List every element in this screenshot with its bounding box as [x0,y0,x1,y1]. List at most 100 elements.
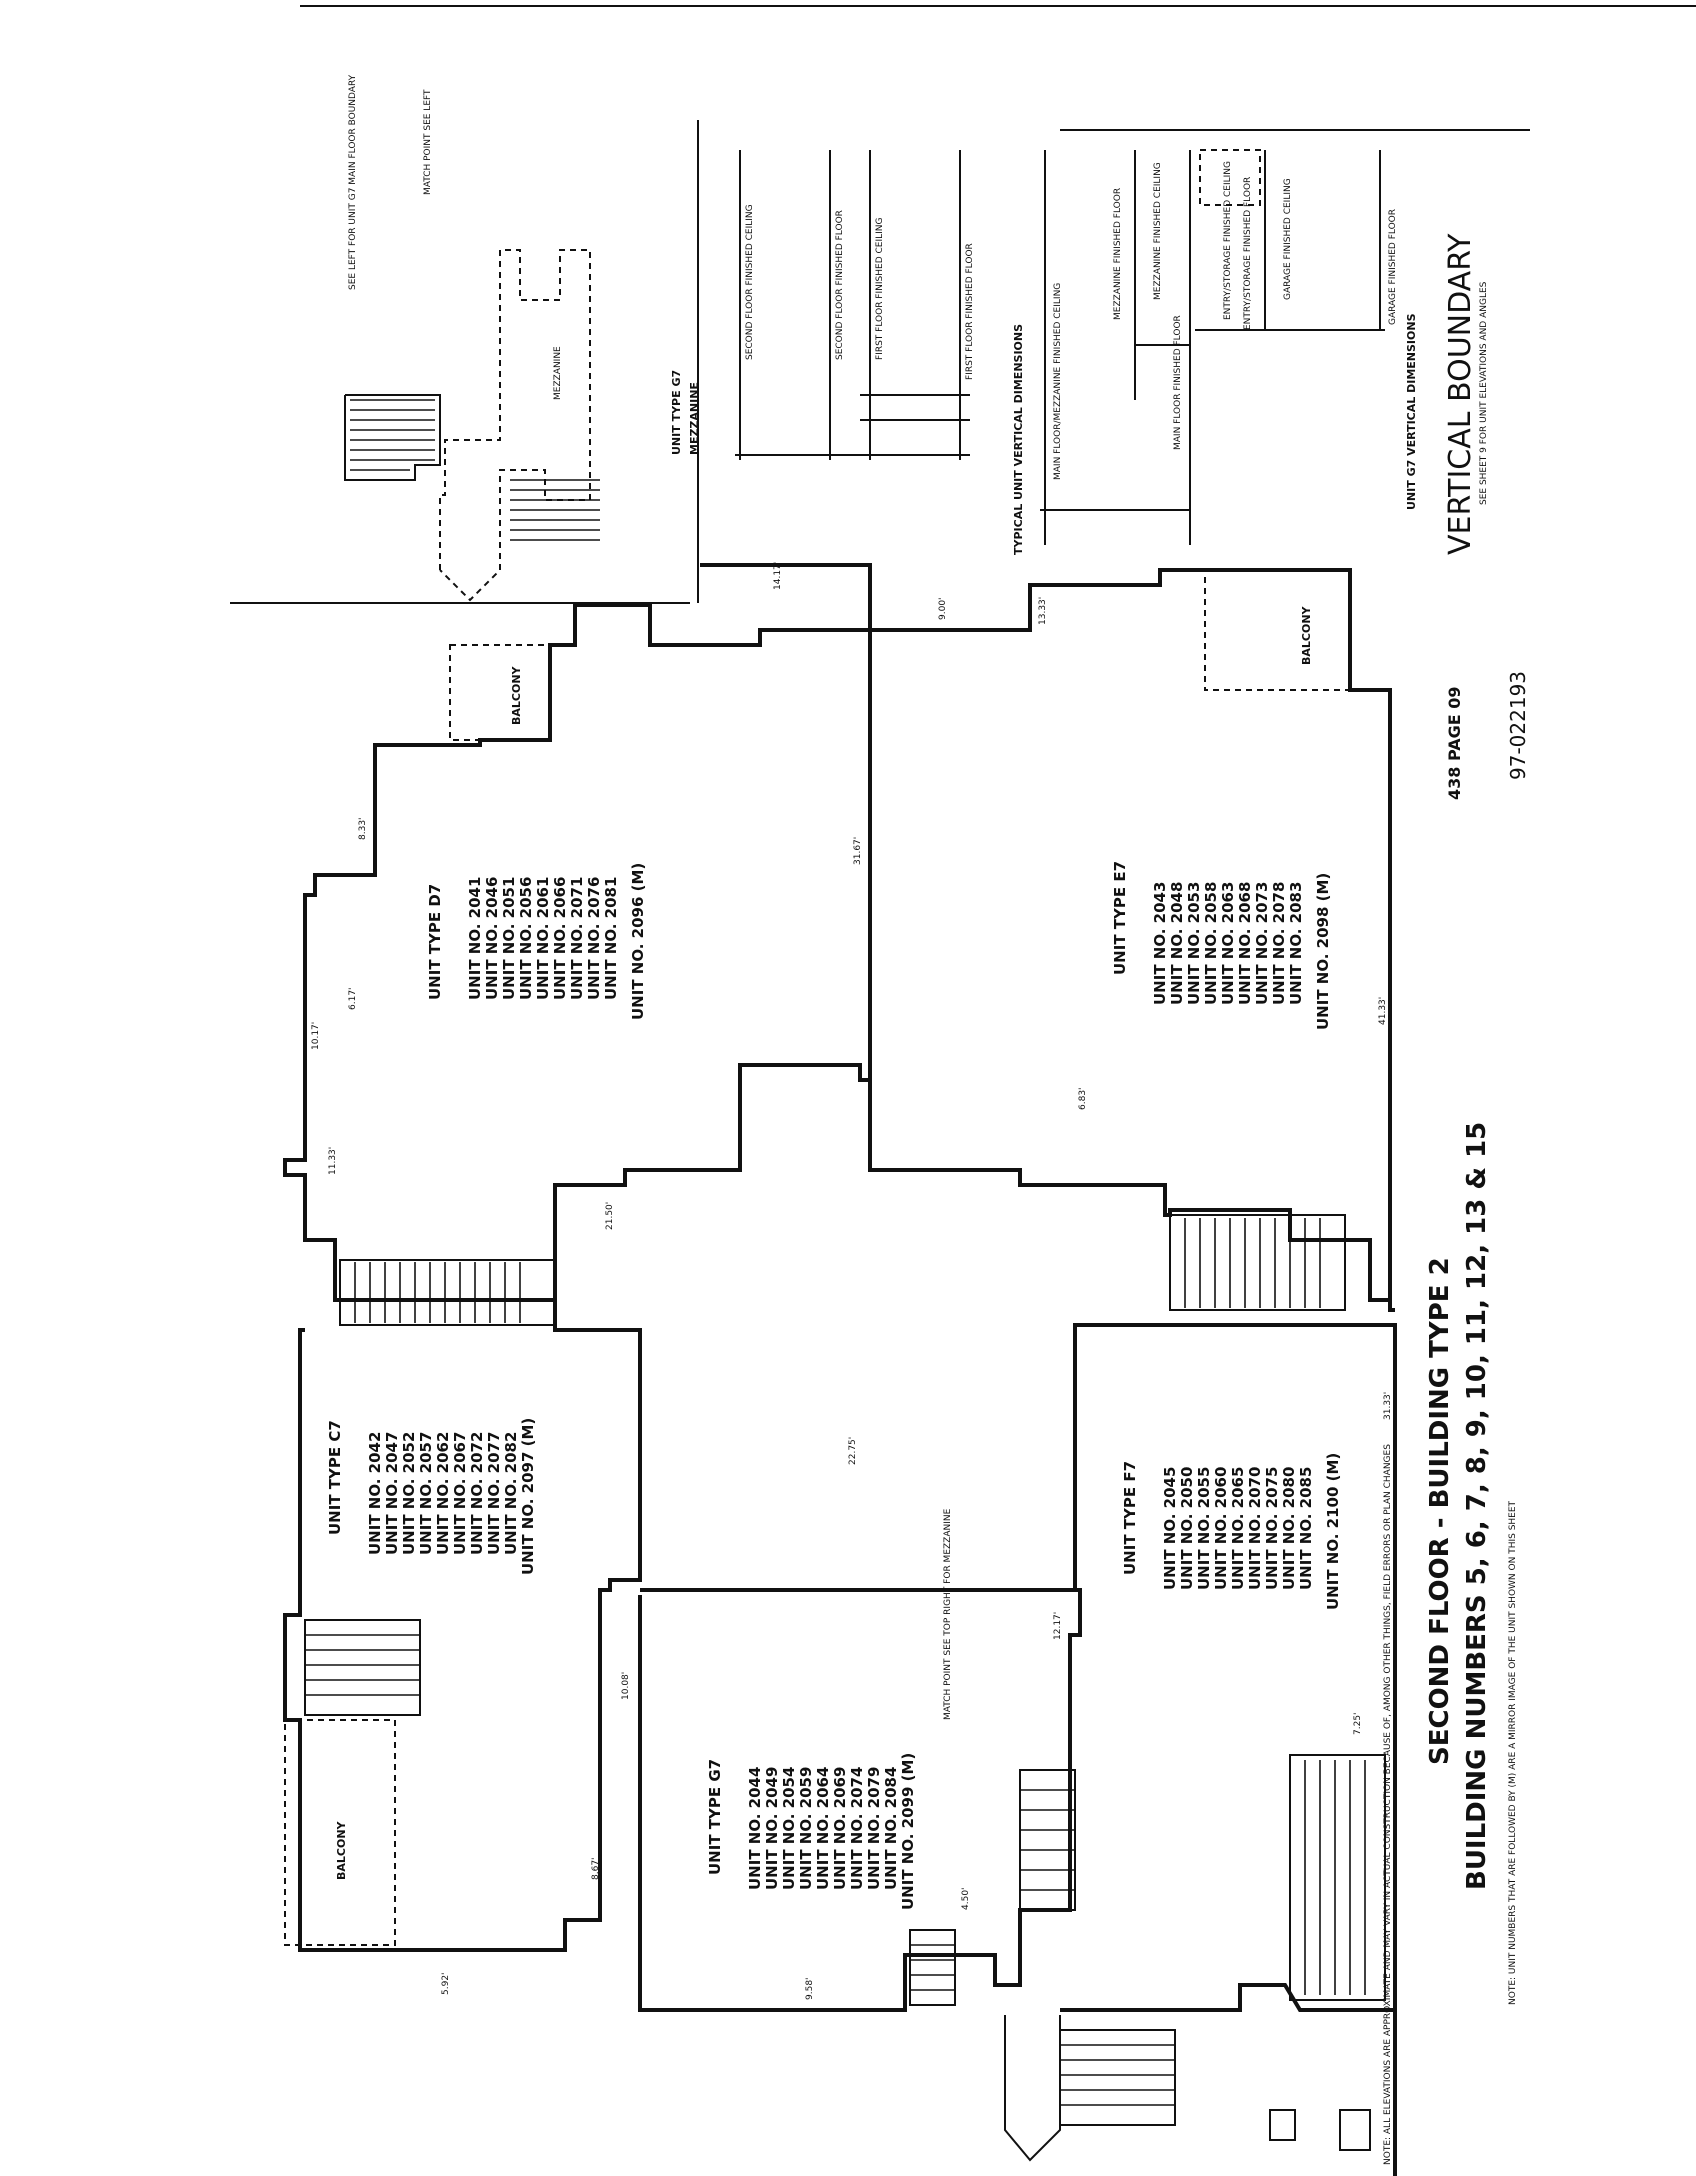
recording-number: 97-022193 [1506,671,1530,780]
dimension-label: 9.00' [938,597,948,620]
dimension-label: 31.67' [853,837,863,865]
unit-c7-number: UNIT NO. 2047 [383,1432,401,1555]
dimension-label: 5.92' [441,1972,451,1995]
unit-d7-block: UNIT TYPE D7 UNIT NO. 2041 UNIT NO. 2046… [426,863,647,1020]
g7-vertical-dimensions: MEZZANINE FINISHED FLOOR MEZZANINE FINIS… [1040,129,1530,545]
unit-e7-type: UNIT TYPE E7 [1111,861,1129,975]
unit-e7-number: UNIT NO. 2068 [1236,882,1254,1005]
dimension-label: 6.17' [348,987,358,1010]
unit-d7-number: UNIT NO. 2061 [534,877,552,1000]
dimension-label: 21.50' [605,1202,615,1230]
unit-c7-number: UNIT NO. 2057 [417,1432,435,1555]
unit-d7-type: UNIT TYPE D7 [426,884,444,1000]
balcony-c7 [284,1719,396,1946]
unit-d7-number: UNIT NO. 2076 [585,877,603,1000]
typical-label-2: SECOND FLOOR FINISHED FLOOR [835,210,845,360]
unit-f7-number: UNIT NO. 2080 [1280,1467,1298,1590]
unit-g7-number: UNIT NO. 2079 [865,1767,883,1890]
unit-g7-number: UNIT NO. 2069 [831,1767,849,1890]
typical-label-1: SECOND FLOOR FINISHED CEILING [745,204,755,360]
f7-closet [1339,2109,1371,2151]
unit-c7-number: UNIT NO. 2077 [485,1432,503,1555]
g7-label-8: MAIN FLOOR FINISHED FLOOR [1173,315,1183,450]
unit-d7-number: UNIT NO. 2051 [500,877,518,1000]
footnote: NOTE: ALL ELEVATIONS ARE APPROXIMATE AND… [1383,1444,1393,2165]
unit-f7-number: UNIT NO. 2045 [1161,1467,1179,1590]
dimension-label: 31.33' [1383,1392,1393,1420]
dimension-label: 7.25' [1353,1712,1363,1735]
unit-e7-number: UNIT NO. 2053 [1185,882,1203,1005]
unit-g7-type: UNIT TYPE G7 [706,1759,724,1875]
mezzanine-stairs [350,399,600,541]
unit-c7-type: UNIT TYPE C7 [326,1420,344,1535]
g7-lower-wing [1004,2015,1061,2162]
unit-c7-number: UNIT NO. 2067 [451,1432,469,1555]
unit-f7-number: UNIT NO. 2055 [1195,1467,1213,1590]
unit-d7-number: UNIT NO. 2066 [551,877,569,1000]
unit-e7-number: UNIT NO. 2048 [1168,882,1186,1005]
unit-d7-number: UNIT NO. 2056 [517,877,535,1000]
dimension-labels: 8.33' 6.17' 11.33' 10.17' 21.50' 31.67' … [311,562,1393,2000]
dimension-label: 10.08' [621,1672,631,1700]
typical-label-3: FIRST FLOOR FINISHED CEILING [875,217,885,360]
g7-label-1: MEZZANINE FINISHED FLOOR [1113,188,1123,320]
unit-e7-number: UNIT NO. 2098 (M) [1314,873,1332,1030]
vertical-boundary-title: VERTICAL BOUNDARY [1443,233,1478,555]
balcony-e7-label: BALCONY [1300,605,1313,665]
main-floor-plan: BALCONY BALCONY BALCONY [283,563,1397,2176]
typical-vertical-dimensions: SECOND FLOOR FINISHED CEILING SECOND FLO… [735,150,1025,555]
dimension-label: 14.17' [773,562,783,590]
unit-f7-number: UNIT NO. 2060 [1212,1467,1230,1590]
sheet-subtitle: BUILDING NUMBERS 5, 6, 7, 8, 9, 10, 11, … [1462,1122,1492,1890]
unit-g7-number: UNIT NO. 2084 [882,1767,900,1890]
unit-c7-block: UNIT TYPE C7 UNIT NO. 2042 UNIT NO. 2047… [326,1418,537,1575]
unit-g7-outline [638,1588,1082,2012]
typical-vertical-title: TYPICAL UNIT VERTICAL DIMENSIONS [1012,324,1025,555]
f7-closet-2 [1269,2109,1296,2141]
balcony-d7 [449,644,551,741]
mezzanine-room-label: MEZZANINE [553,346,563,400]
unit-g7-number: UNIT NO. 2054 [780,1767,798,1890]
unit-f7-outline [1073,1323,1397,2176]
unit-d7-number: UNIT NO. 2041 [466,877,484,1000]
dimension-label: 9.58' [805,1977,815,2000]
balcony-d7-label: BALCONY [510,665,523,725]
unit-c7-number: UNIT NO. 2097 (M) [519,1418,537,1575]
unit-d7-number: UNIT NO. 2081 [602,877,620,1000]
unit-c7-number: UNIT NO. 2042 [366,1432,384,1555]
unit-g7-number: UNIT NO. 2044 [746,1767,764,1890]
g7-label-6: GARAGE FINISHED FLOOR [1388,209,1398,325]
sheet-note: NOTE: UNIT NUMBERS THAT ARE FOLLOWED BY … [1508,1500,1518,2005]
unit-c7-outline [283,1300,642,1952]
unit-g7-number: UNIT NO. 2059 [797,1767,815,1890]
mezzanine-subtitle: MEZZANINE [688,382,701,455]
dimension-label: 4.50' [961,1887,971,1910]
dimension-label: 6.83' [1078,1087,1088,1110]
typical-label-4: FIRST FLOOR FINISHED FLOOR [965,243,975,380]
unit-f7-lower [1060,1983,1395,2012]
unit-c7-number: UNIT NO. 2052 [400,1432,418,1555]
dimension-label: 13.33' [1038,597,1048,625]
plan-stairs [304,1214,1386,2126]
g7-label-3: ENTRY/STORAGE FINISHED CEILING [1223,161,1233,320]
dimension-label: 11.33' [328,1147,338,1175]
unit-d7-number: UNIT NO. 2096 (M) [629,863,647,1020]
unit-g7-number: UNIT NO. 2049 [763,1767,781,1890]
book-page-stamp: 438 PAGE 09 [1445,686,1464,800]
unit-e7-number: UNIT NO. 2073 [1253,882,1271,1005]
balcony-c7-label: BALCONY [335,1820,348,1880]
unit-d7-number: UNIT NO. 2071 [568,877,586,1000]
unit-g7-number: UNIT NO. 2064 [814,1767,832,1890]
unit-f7-number: UNIT NO. 2065 [1229,1467,1247,1590]
unit-f7-block: UNIT TYPE F7 UNIT NO. 2045 UNIT NO. 2050… [1121,1453,1342,1610]
unit-g7-block: UNIT TYPE G7 UNIT NO. 2044 UNIT NO. 2049… [706,1753,917,1910]
unit-d7-outline [283,563,872,1302]
dimension-label: 12.17' [1053,1612,1063,1640]
mezzanine-match-point: MATCH POINT SEE LEFT [423,89,433,195]
unit-c7-number: UNIT NO. 2072 [468,1432,486,1555]
mezzanine-title: UNIT TYPE G7 [670,370,683,455]
g7-label-2: MEZZANINE FINISHED CEILING [1153,162,1163,300]
unit-e7-number: UNIT NO. 2083 [1287,882,1305,1005]
vertical-boundary-note: SEE SHEET 9 FOR UNIT ELEVATIONS AND ANGL… [1479,281,1489,505]
dimension-label: 41.33' [1378,997,1388,1025]
